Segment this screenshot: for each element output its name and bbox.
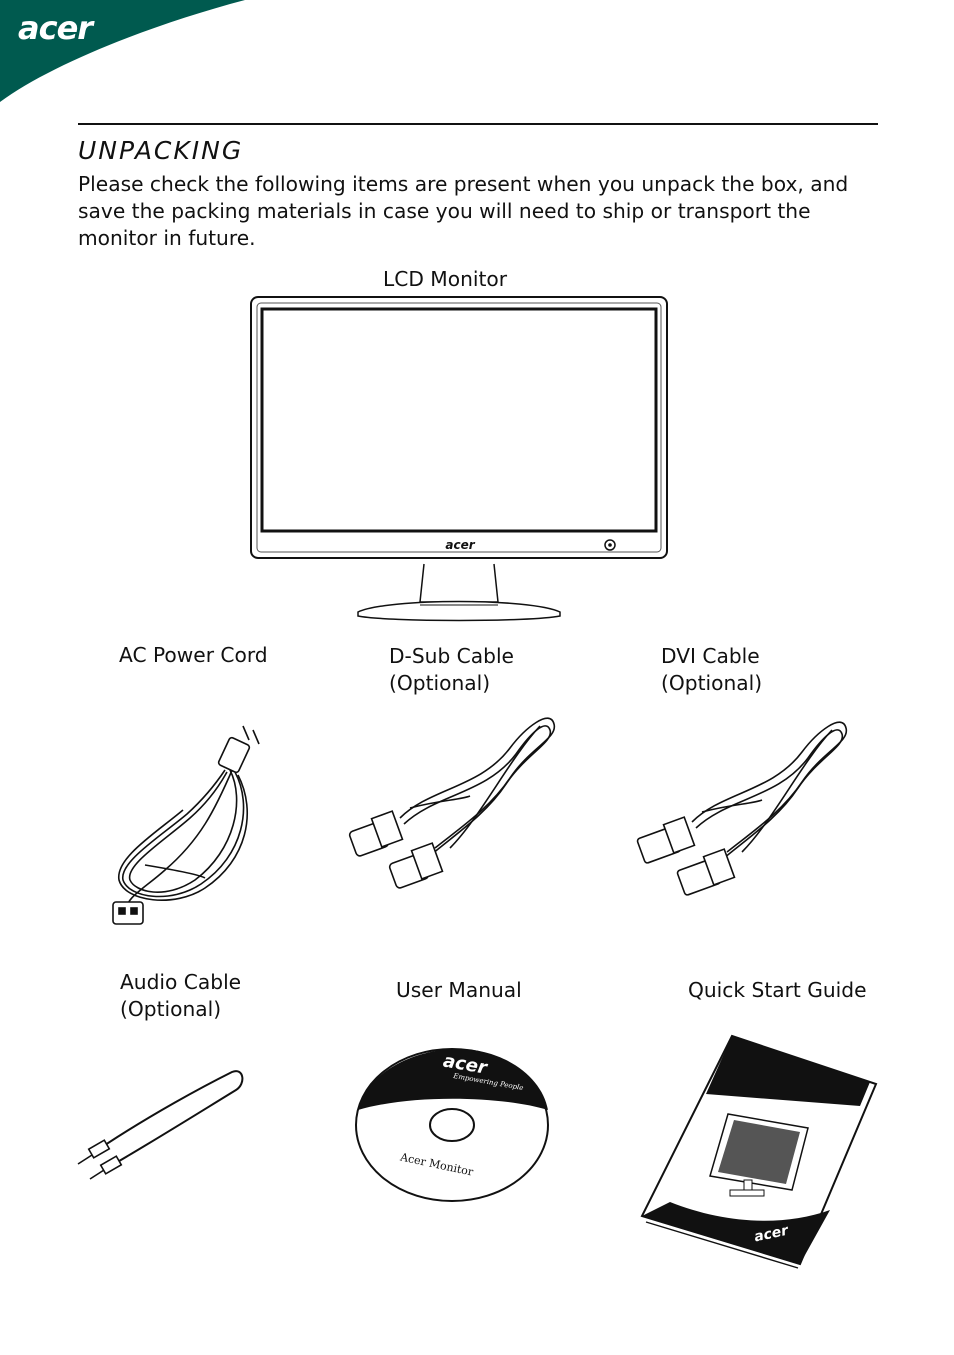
intro-paragraph: Please check the following items are pre…: [78, 172, 849, 250]
quick-start-guide-illustration: acer: [640, 1034, 878, 1269]
quick-start-guide-label: Quick Start Guide: [688, 978, 867, 1002]
dsub-cable-illustration: [348, 717, 556, 889]
power-cord-illustration: [112, 725, 260, 925]
user-manual-label: User Manual: [396, 978, 522, 1002]
dvi-cable-illustration: [636, 721, 848, 896]
lcd-monitor-illustration: acer: [250, 296, 668, 622]
booklet-brand: acer: [753, 1222, 791, 1245]
dsub-cable-label: D-Sub Cable (Optional): [389, 644, 514, 695]
section-divider: [78, 123, 878, 125]
dvi-cable-label: DVI Cable (Optional): [661, 644, 763, 695]
monitor-brand: acer: [445, 538, 475, 552]
user-manual-disc-illustration: acer Empowering People Acer Monitor: [355, 1048, 549, 1202]
page-title: UNPACKING: [78, 136, 244, 165]
power-button-icon: [604, 539, 616, 551]
audio-cable-illustration: [77, 1070, 244, 1180]
acer-logo: acer: [18, 9, 95, 47]
power-cord-label: AC Power Cord: [119, 643, 268, 667]
audio-cable-label: Audio Cable (Optional): [120, 970, 242, 1021]
brand-banner: acer: [0, 0, 245, 102]
monitor-label: LCD Monitor: [383, 267, 508, 291]
banner-shape: [0, 0, 245, 102]
